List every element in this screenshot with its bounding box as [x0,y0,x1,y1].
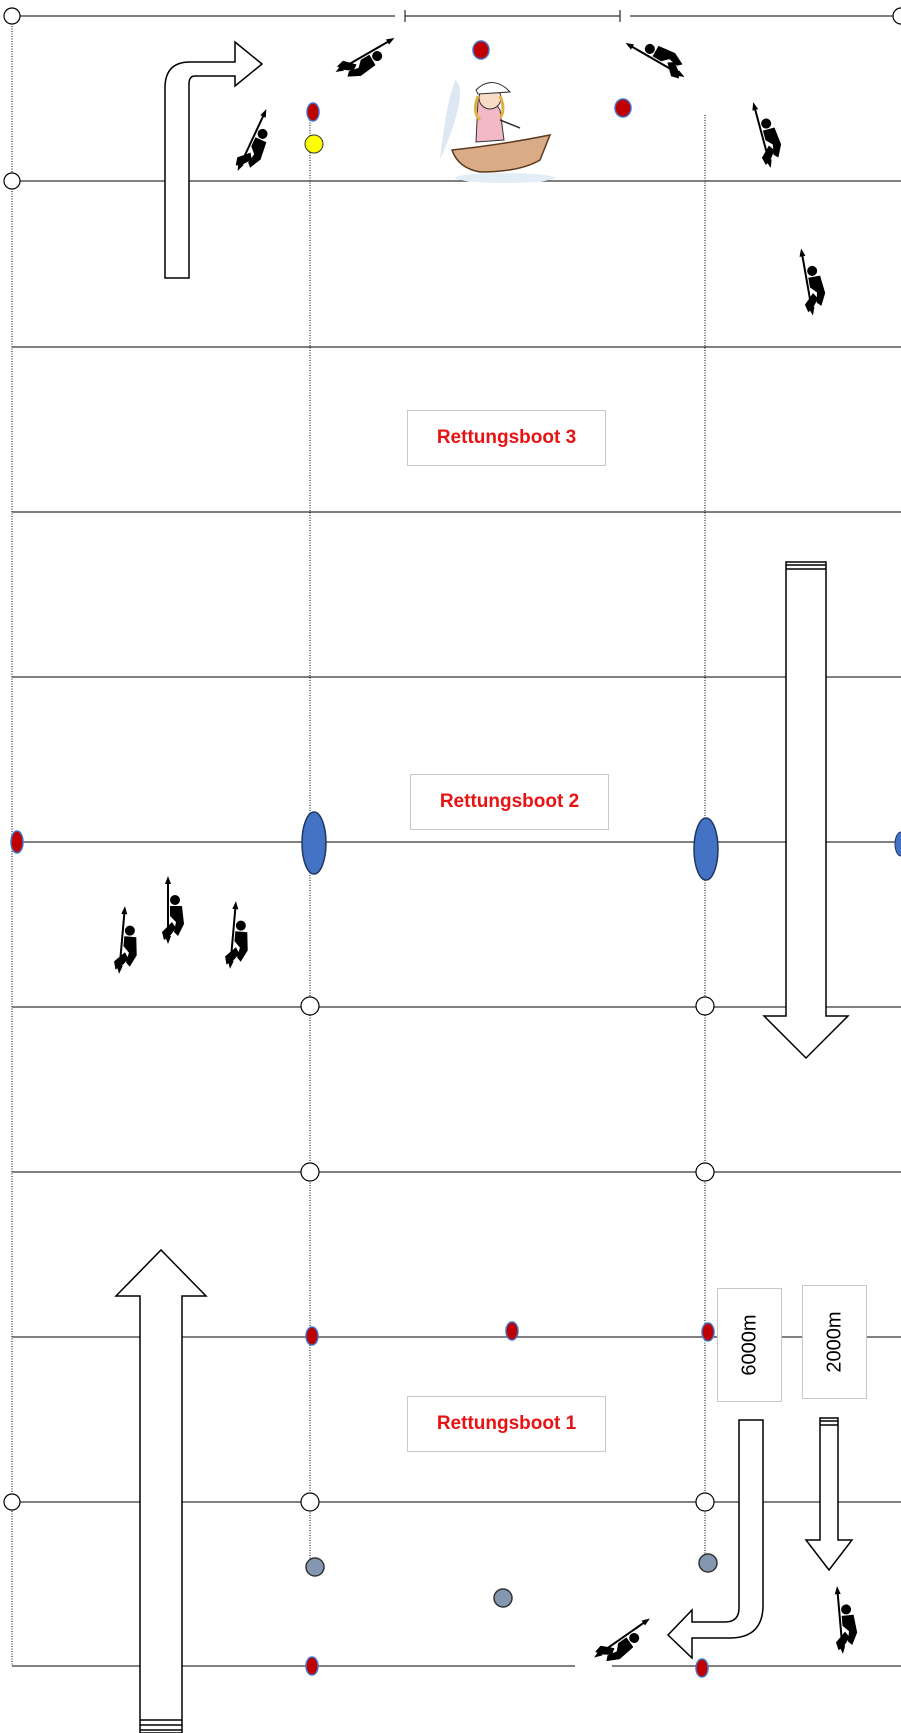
turn-arrow-icon [164,40,264,279]
kayak-paddler-icon [831,1584,859,1655]
kayak-paddler-icon [224,900,252,971]
red-buoys [10,40,715,1678]
grey-buoys [305,1553,718,1608]
blue-buoy-edge [894,831,901,857]
up-arrow-icon [114,1248,208,1733]
distance-6000-label: 6000m [717,1288,782,1402]
kayak-paddler-icon [747,98,787,170]
rescue-boat-3-label: Rettungsboot 3 [407,410,606,466]
kayak-paddler-icon [113,905,141,976]
rescue-boat-2-text: Rettungsboot 2 [439,791,580,812]
kayak-paddler-icon [162,876,184,944]
distance-6000-text: 6000m [738,1314,760,1376]
rescue-boat-2-label: Rettungsboot 2 [410,774,609,830]
course-markers [3,7,715,1512]
kayak-paddler-icon [332,32,403,86]
kayak-paddler-icon [590,1613,660,1671]
down-arrow-icon [762,561,850,1060]
rescue-boat-3-text: Rettungsboot 3 [436,427,577,448]
corner-marker [892,7,901,25]
distance-2000-label: 2000m [802,1285,867,1399]
rescue-boat-1-text: Rettungsboot 1 [436,1413,577,1434]
rescue-boat-1-label: Rettungsboot 1 [407,1396,606,1452]
line-break-marks [404,10,621,22]
blue-buoys [301,811,719,881]
j-turn-arrow-icon [666,1419,764,1660]
distance-2000-text: 2000m [823,1311,845,1373]
kayak-paddler-icon [622,29,693,83]
kayak-paddler-icon [232,106,281,178]
small-down-arrow-icon [804,1417,854,1572]
yellow-buoy [304,134,324,154]
kayak-paddler-icon [795,245,829,317]
sailing-girl-icon [440,80,555,183]
